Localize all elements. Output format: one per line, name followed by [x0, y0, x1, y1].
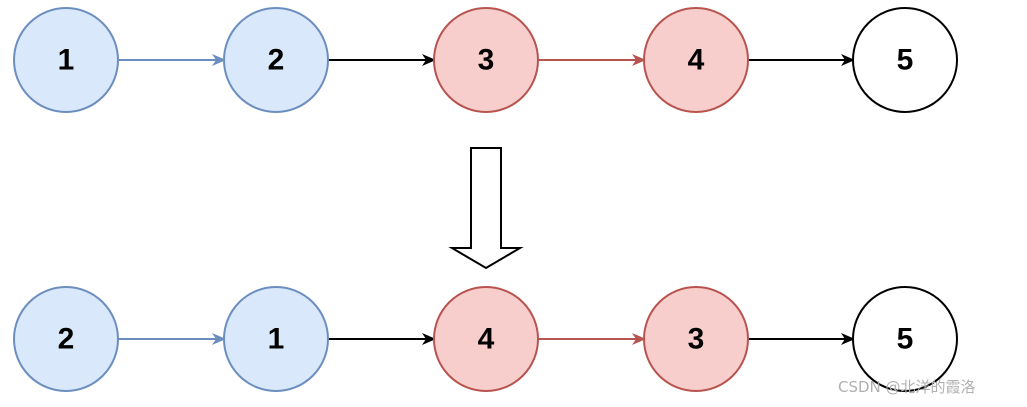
transform-down-arrow-icon: [448, 147, 524, 270]
swapped-list: 2 1 4 3 5: [13, 286, 958, 392]
bottom-node-4: [643, 286, 749, 392]
top-node-3-label: 3: [478, 44, 495, 77]
top-node-5: [852, 7, 958, 113]
bottom-node-3: [433, 286, 539, 392]
bottom-node-2: [223, 286, 329, 392]
watermark-text: CSDN @北洋的霞洛: [838, 378, 976, 396]
top-node-4: [643, 7, 749, 113]
top-node-1: [13, 7, 119, 113]
bottom-node-1: [13, 286, 119, 392]
bottom-node-1-label: 2: [58, 323, 75, 356]
bottom-node-2-label: 1: [268, 323, 285, 356]
top-node-5-label: 5: [897, 44, 914, 77]
top-node-3: [433, 7, 539, 113]
top-node-2: [223, 7, 329, 113]
top-node-2-label: 2: [268, 44, 285, 77]
bottom-node-5-label: 5: [897, 323, 914, 356]
bottom-node-3-label: 4: [478, 323, 495, 356]
top-node-4-label: 4: [688, 44, 705, 77]
bottom-node-5: [852, 286, 958, 392]
original-list: 1 2 3 4 5: [13, 7, 958, 113]
bottom-node-4-label: 3: [688, 323, 705, 356]
top-node-1-label: 1: [58, 44, 75, 77]
